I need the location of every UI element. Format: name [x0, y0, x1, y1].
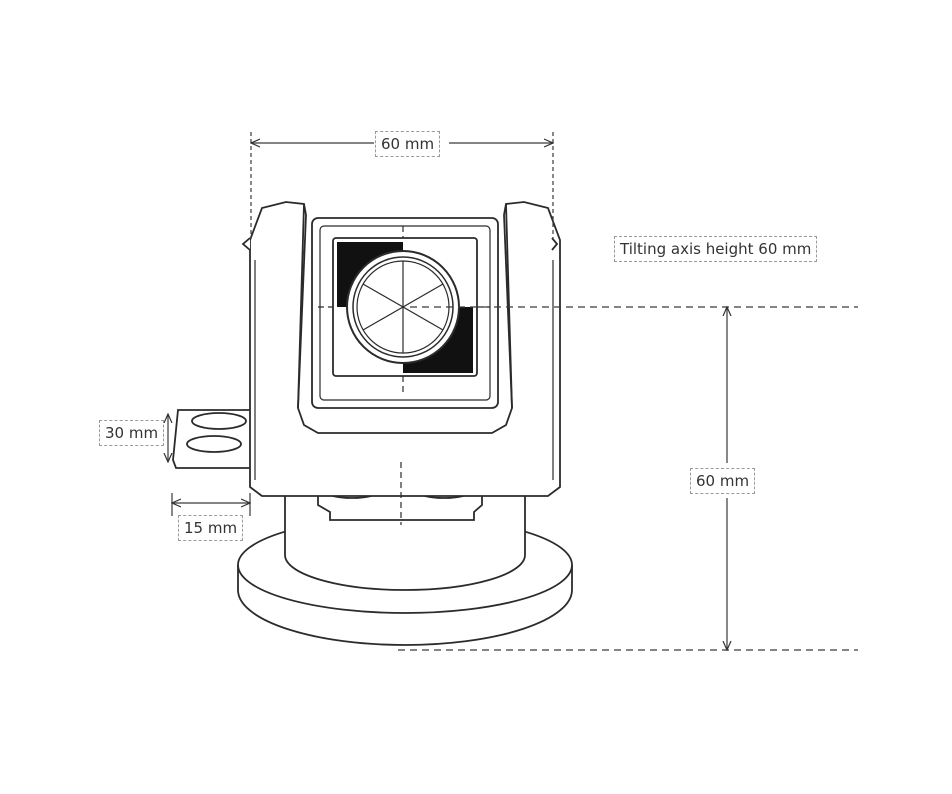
axis-height-label: 60 mm	[690, 468, 756, 494]
top-width-label: 60 mm	[375, 131, 441, 157]
tilting-axis-label: Tilting axis height 60 mm	[614, 236, 818, 262]
side-mount-plate	[172, 409, 254, 469]
prism-lens	[346, 250, 460, 364]
yoke-body	[241, 201, 561, 497]
dimension-lines	[168, 132, 858, 650]
holder-depth-label: 15 mm	[178, 515, 244, 541]
holder-height-label: 30 mm	[99, 420, 165, 446]
